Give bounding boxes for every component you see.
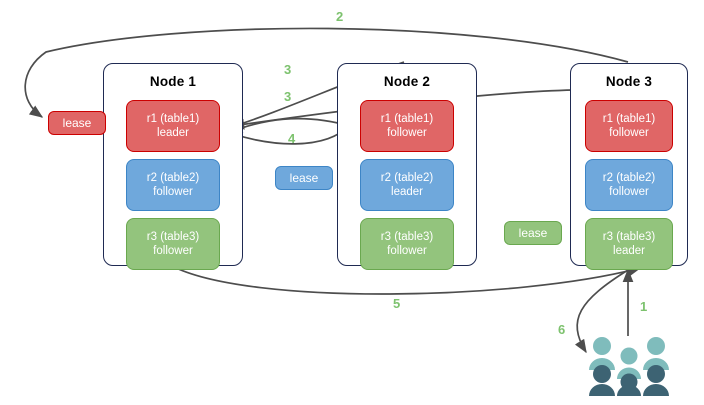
node-title: Node 1	[149, 74, 197, 89]
replica-r3[interactable]: r3 (table3) follower	[126, 218, 220, 270]
step-label-1: 1	[640, 299, 648, 314]
lease-badge-table1[interactable]: lease	[48, 111, 106, 135]
arrow-step-5	[171, 265, 642, 295]
replica-role: follower	[609, 127, 649, 139]
replica-role: leader	[613, 245, 645, 257]
replica-name: r3 (table3)	[602, 230, 656, 243]
replica-r1[interactable]: r1 (table1) leader	[126, 100, 220, 152]
step-label-3b: 3	[284, 89, 292, 104]
step-label-5: 5	[393, 296, 401, 311]
replica-name: r2 (table2)	[380, 171, 434, 184]
step-label-4: 4	[288, 131, 296, 146]
replica-name: r1 (table1)	[146, 112, 200, 125]
replica-r3[interactable]: r3 (table3) leader	[585, 218, 673, 270]
step-label-2: 2	[336, 9, 344, 24]
replica-role: follower	[609, 186, 649, 198]
replica-role: follower	[153, 186, 193, 198]
replica-role: follower	[153, 245, 193, 257]
people-group-icon	[589, 337, 669, 396]
replica-r1[interactable]: r1 (table1) follower	[360, 100, 454, 152]
replica-name: r1 (table1)	[602, 112, 656, 125]
replica-r2[interactable]: r2 (table2) follower	[585, 159, 673, 211]
replica-role: leader	[391, 186, 423, 198]
step-label-3a: 3	[284, 62, 292, 77]
replica-r3[interactable]: r3 (table3) follower	[360, 218, 454, 270]
node-title: Node 2	[383, 74, 431, 89]
people-front-row	[589, 365, 669, 396]
replica-name: r2 (table2)	[146, 171, 200, 184]
replica-r2[interactable]: r2 (table2) leader	[360, 159, 454, 211]
replica-r2[interactable]: r2 (table2) follower	[126, 159, 220, 211]
node-title: Node 3	[605, 74, 653, 89]
replica-name: r1 (table1)	[380, 112, 434, 125]
step-label-6: 6	[558, 322, 566, 337]
arrow-step-2	[24, 27, 629, 118]
node-card-2[interactable]: Node 2 r1 (table1) follower r2 (table2) …	[337, 63, 477, 270]
replica-role: follower	[387, 127, 427, 139]
replica-role: follower	[387, 245, 427, 257]
lease-badge-table3[interactable]: lease	[504, 221, 562, 245]
arrow-step-6	[574, 269, 629, 354]
replica-name: r2 (table2)	[602, 171, 656, 184]
replica-name: r3 (table3)	[380, 230, 434, 243]
replica-name: r3 (table3)	[146, 230, 200, 243]
lease-badge-table2[interactable]: lease	[275, 166, 333, 190]
replica-r1[interactable]: r1 (table1) follower	[585, 100, 673, 152]
node-card-3[interactable]: Node 3 r1 (table1) follower r2 (table2) …	[570, 63, 688, 270]
replica-role: leader	[157, 127, 189, 139]
node-card-1[interactable]: Node 1 r1 (table1) leader r2 (table2) fo…	[103, 63, 243, 270]
